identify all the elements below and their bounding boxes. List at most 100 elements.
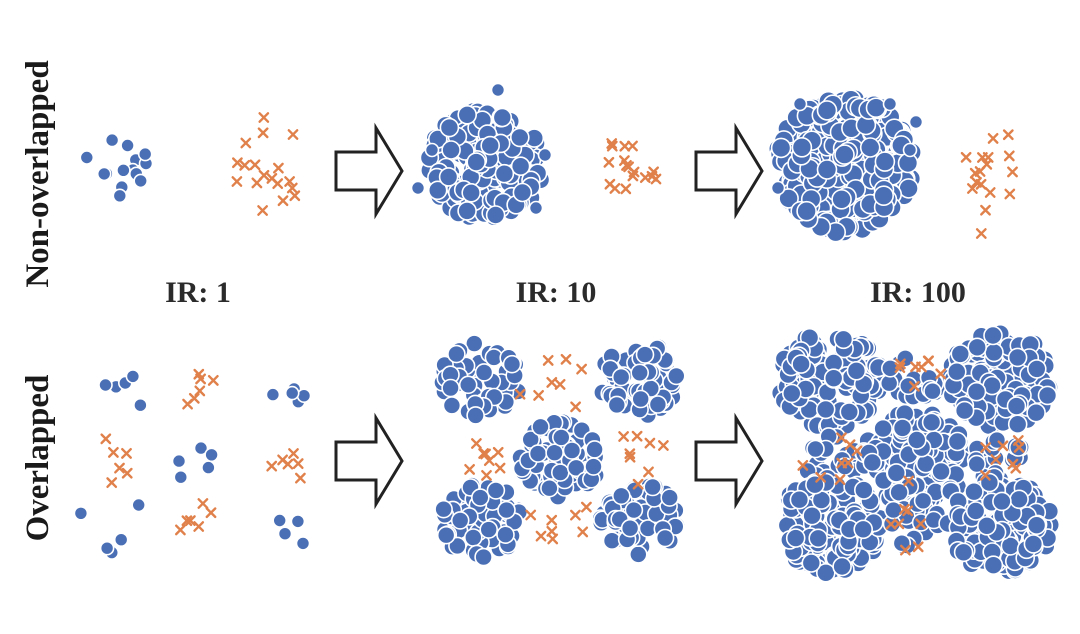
- majority-point: [1027, 359, 1047, 379]
- majority-point: [204, 447, 219, 463]
- majority-point: [550, 463, 570, 482]
- majority-point: [466, 406, 485, 425]
- minority-point: [971, 176, 982, 188]
- row-label-non-overlapped: Non-overlapped: [20, 60, 56, 287]
- majority-point: [509, 127, 530, 148]
- minority-point: [899, 503, 910, 515]
- majority-point: [781, 383, 802, 404]
- minority-point: [257, 205, 268, 216]
- right-arrow-icon: [694, 122, 764, 220]
- majority-point: [873, 418, 893, 439]
- majority-point: [112, 188, 128, 204]
- majority-point: [585, 440, 604, 459]
- right-arrow-icon: [334, 412, 404, 510]
- minority-point: [480, 448, 491, 460]
- majority-point: [490, 82, 506, 98]
- majority-point: [79, 150, 95, 165]
- minority-point: [606, 140, 618, 152]
- minority-point: [577, 526, 589, 538]
- minority-point: [266, 460, 278, 472]
- majority-point: [635, 345, 655, 364]
- minority-point: [295, 472, 306, 484]
- majority-point: [802, 505, 822, 526]
- minority-point: [844, 439, 856, 451]
- majority-point: [492, 107, 513, 128]
- minority-point: [980, 442, 991, 453]
- majority-point: [923, 381, 942, 401]
- majority-point: [967, 454, 987, 474]
- majority-point: [1007, 347, 1028, 368]
- majority-point: [485, 205, 506, 225]
- majority-point: [447, 344, 466, 364]
- majority-point: [1007, 414, 1028, 435]
- minority-point: [292, 458, 304, 469]
- majority-point: [1026, 402, 1046, 423]
- minority-point: [232, 157, 243, 169]
- majority-point: [1023, 534, 1044, 554]
- minority-point: [977, 152, 988, 163]
- majority-point: [816, 159, 838, 180]
- minority-point: [935, 368, 947, 380]
- minority-point: [1012, 435, 1024, 446]
- majority-point: [457, 105, 478, 125]
- minority-point: [894, 362, 906, 373]
- minority-point: [797, 460, 809, 471]
- minority-point: [1007, 458, 1019, 470]
- majority-point: [979, 472, 1000, 493]
- majority-point: [921, 412, 942, 433]
- majority-point: [461, 183, 482, 203]
- minority-point: [969, 167, 981, 179]
- minority-point: [619, 140, 631, 152]
- minority-point: [627, 140, 638, 152]
- minority-point: [618, 431, 629, 442]
- majority-point: [853, 519, 874, 540]
- ir-label-100: IR: 100: [870, 276, 966, 309]
- majority-point: [791, 137, 813, 158]
- minority-point: [121, 467, 133, 479]
- minority-point: [114, 462, 125, 474]
- minority-point: [258, 112, 270, 123]
- majority-point: [778, 188, 799, 209]
- minority-point: [287, 129, 299, 140]
- minority-point: [885, 518, 897, 530]
- minority-point: [984, 187, 996, 198]
- majority-point: [873, 185, 895, 206]
- majority-point: [545, 443, 564, 463]
- majority-point: [886, 463, 907, 483]
- minority-point: [621, 160, 632, 171]
- minority-point: [273, 162, 284, 174]
- majority-point: [439, 117, 460, 138]
- majority-point: [496, 525, 515, 545]
- majority-point: [785, 528, 806, 548]
- majority-point: [512, 182, 533, 203]
- majority-point: [193, 440, 209, 456]
- right-arrow-icon: [334, 122, 404, 220]
- majority-point: [983, 325, 1003, 346]
- majority-point: [99, 540, 115, 556]
- majority-point: [528, 200, 544, 216]
- majority-point: [562, 441, 582, 460]
- minority-point: [620, 183, 632, 195]
- minority-point: [960, 151, 972, 163]
- majority-point: [946, 361, 967, 382]
- majority-point: [458, 375, 478, 395]
- majority-point: [494, 163, 515, 184]
- minority-point: [188, 392, 200, 404]
- majority-point: [133, 173, 148, 189]
- minority-point: [181, 515, 193, 527]
- minority-point: [606, 138, 618, 149]
- minority-point: [121, 448, 132, 459]
- majority-point: [966, 381, 987, 402]
- majority-point: [551, 428, 571, 447]
- majority-point: [98, 377, 113, 393]
- minority-point: [624, 448, 636, 460]
- majority-point: [913, 491, 933, 511]
- minority-point: [471, 438, 482, 449]
- minority-point: [975, 228, 987, 239]
- majority-point: [480, 135, 501, 156]
- majority-point: [464, 334, 484, 353]
- majority-point: [466, 152, 487, 172]
- majority-point: [620, 518, 640, 538]
- majority-point: [953, 542, 974, 563]
- majority-point: [892, 533, 912, 553]
